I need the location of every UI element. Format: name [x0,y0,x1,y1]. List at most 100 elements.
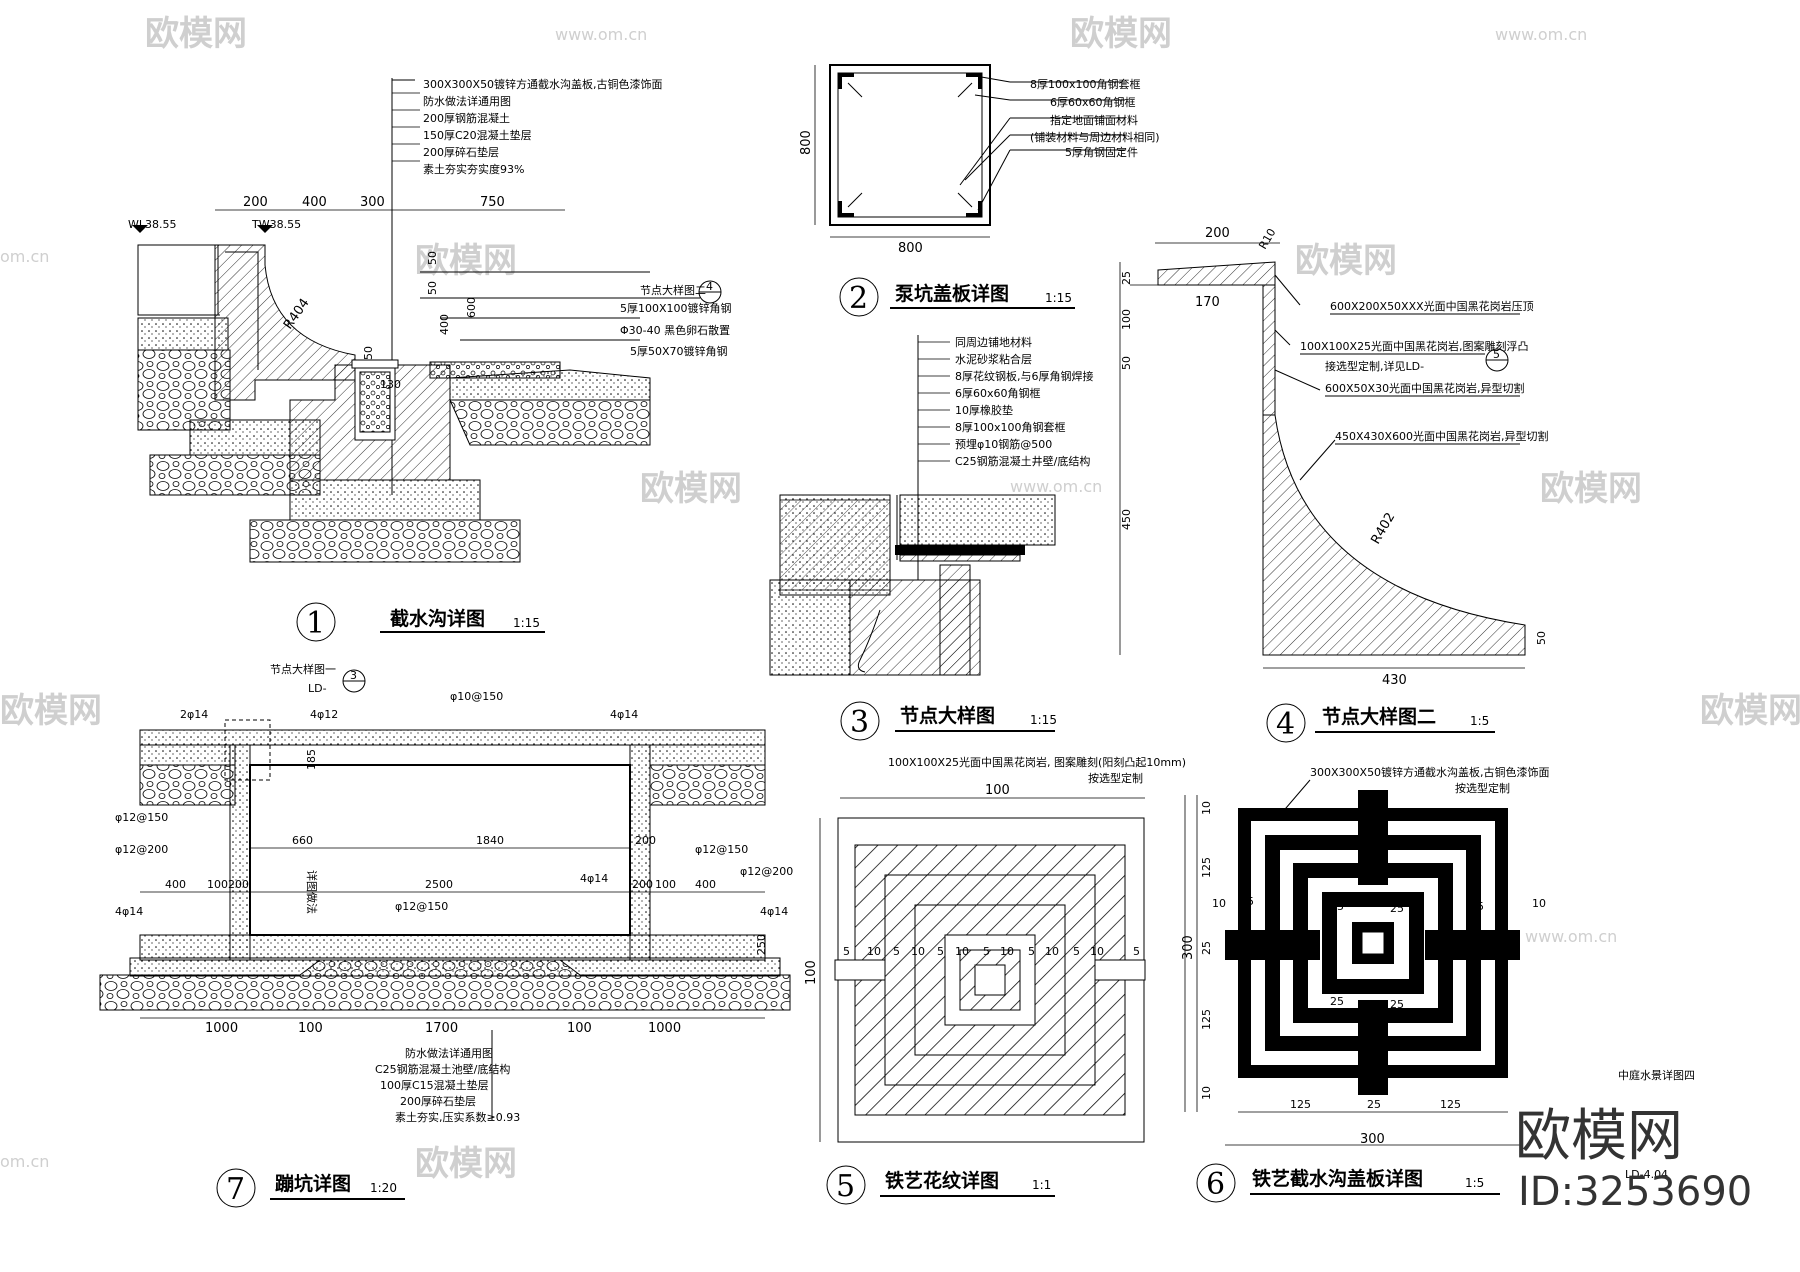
d7-note-4: 200厚碎石垫层 [400,1094,476,1108]
watermark: 欧模网 [1700,691,1800,731]
d7-scale: 1:20 [370,1181,397,1195]
d1-radius: R404 [281,296,313,332]
d5-dim-row: 5 [843,945,850,958]
watermark: 欧模网 [1295,241,1397,281]
d4-number: 4 [1276,707,1295,742]
d7-dim: 100 [207,878,228,891]
d7-dim: 100 [298,1021,323,1036]
d5-dim-row: 5 [937,945,944,958]
d6-dim-side: 125 [1200,857,1213,878]
d1-level-tw: TW38.55 [251,218,301,231]
d4-scale: 1:5 [1470,714,1489,728]
d1-note-5: 200厚碎石垫层 [423,145,499,159]
d7-ref-label: 节点大样图一 [270,662,336,676]
d7-number: 7 [226,1172,245,1207]
watermark-url: www.om.cn [1525,927,1617,946]
d3-note-7: 预埋φ10钢筋@500 [955,437,1052,451]
watermark: 欧模网 [415,1144,517,1184]
d5-dim-row: 5 [983,945,990,958]
d7-dim: 1700 [425,1021,458,1036]
d5-scale: 1:1 [1032,1178,1051,1192]
d4-note-1: 600X200X50XXX光面中国黑花岗岩压顶 [1330,299,1534,313]
d7-dim: 185 [305,749,318,770]
d7-dim: 200 [228,878,249,891]
watermark: 欧模网 [1540,469,1642,509]
detail-5-pattern: 100X100X25光面中国黑花岗岩, 图案雕刻(阳刻凸起10mm) 按选型定制… [804,755,1186,1205]
d5-dim-row: 5 [1133,945,1140,958]
d7-rebar: 4φ14 [115,905,143,918]
d4-note-3: 接选型定制,详见LD- [1325,359,1424,373]
d1-note-1: 300X300X50镀锌方通截水沟盖板,古铜色漆饰面 [423,77,663,91]
d4-radius-top: R10 [1256,226,1278,251]
d7-rebar: 4φ14 [610,708,638,721]
d6-dim-10: 10 [1532,897,1546,910]
d6-note2: 按选型定制 [1455,781,1510,795]
watermark: 欧模网 [1070,14,1172,54]
d3-note-5: 10厚橡胶垫 [955,403,1013,417]
d1-number: 1 [306,606,325,641]
d3-title: 节点大样图 [900,704,995,727]
d1-dim-v: 130 [380,378,401,391]
d3-note-2: 水泥砂浆粘合层 [955,352,1032,366]
d2-note-3: 指定地面铺面材料 [1050,113,1138,127]
d1-note-2: 防水做法详通用图 [423,94,511,108]
d7-dim: 250 [755,934,768,955]
d5-note: 100X100X25光面中国黑花岗岩, 图案雕刻(阳刻凸起10mm) [888,755,1186,769]
d4-radius: R402 [1368,510,1398,547]
d7-dim: 2500 [425,878,453,891]
d1-dim-v: 50 [426,251,439,265]
d6-dim-inner: 25 [1330,995,1344,1008]
d1-right-note-2: 5厚100X100镀锌角钢 [620,301,732,315]
d2-dim-w: 800 [898,241,923,256]
d2-title: 泵坑盖板详图 [895,282,1009,305]
d7-note-3: 100厚C15混凝土垫层 [380,1078,489,1092]
d7-dim: 400 [165,878,186,891]
d1-level-wl: WL38.55 [128,218,177,231]
detail-4-node2: 200 R10 170 430 25 100 50 450 50 R402 60… [1119,226,1549,743]
d1-dim: 200 [243,195,268,210]
d5-note2: 按选型定制 [1088,771,1143,785]
d7-title: 蹦坑详图 [275,1172,351,1195]
d7-note-2: C25钢筋混凝土池壁/底结构 [375,1062,510,1076]
d4-note-5: 450X430X600光面中国黑花岗岩,异型切割 [1335,429,1549,443]
d5-dim-row: 10 [911,945,925,958]
d5-dim-w: 100 [985,783,1010,798]
d5-dim-row: 10 [1045,945,1059,958]
d6-dim-side: 10 [1200,1086,1213,1100]
d7-dim: 200 [632,878,653,891]
d7-ref-ld: LD- [308,682,327,695]
d7-rebar: 4φ12 [310,708,338,721]
d3-note-6: 8厚100x100角钢套框 [955,421,1066,434]
d6-scale: 1:5 [1465,1176,1484,1190]
d6-dim-bottom: 125 [1290,1098,1311,1111]
d7-dim: 100 [655,878,676,891]
d4-dim-50: 50 [1535,631,1548,645]
d7-dim: 1000 [205,1021,238,1036]
d5-dim-row: 5 [1028,945,1035,958]
d7-dim: 400 [695,878,716,891]
d6-dim-bottom: 125 [1440,1098,1461,1111]
d7-rebar: φ12@200 [115,843,168,856]
d5-dim-row: 10 [955,945,969,958]
brand-stamp: 欧模网 ID:3253690 [1515,1104,1752,1215]
brand-name: 欧模网 [1515,1104,1683,1169]
d1-dim-v: 50 [362,346,375,360]
d7-dim: 1000 [648,1021,681,1036]
d1-note-3: 200厚钢筋混凝土 [423,111,510,125]
d5-number: 5 [836,1169,855,1204]
detail-6-grate-cover: 300X300X50镀锌方通截水沟盖板,古铜色漆饰面 按选型定制 10 125 … [1181,765,1695,1203]
detail-2-pump-cover: 800 800 8厚100x100角钢套框 6厚60x60角钢框 指定地面铺面材… [799,64,1160,317]
d1-dim-v: 50 [426,281,439,295]
d1-note-6: 素土夯实夯实度93% [423,162,524,176]
d7-note-1: 防水做法详通用图 [405,1046,493,1060]
d7-rebar: 4φ14 [580,872,608,885]
d2-dim-h: 800 [799,130,814,155]
d3-note-3: 8厚花纹钢板,与6厚角钢焊接 [955,369,1094,383]
d4-dim-v: 450 [1120,509,1133,530]
d1-scale: 1:15 [513,616,540,630]
d6-note: 300X300X50镀锌方通截水沟盖板,古铜色漆饰面 [1310,765,1550,779]
d7-inner-label: 详图做法 [305,870,319,914]
watermark-url: www.om.cn [1010,477,1102,496]
d5-dim-row: 10 [1000,945,1014,958]
d3-number: 3 [850,705,869,740]
